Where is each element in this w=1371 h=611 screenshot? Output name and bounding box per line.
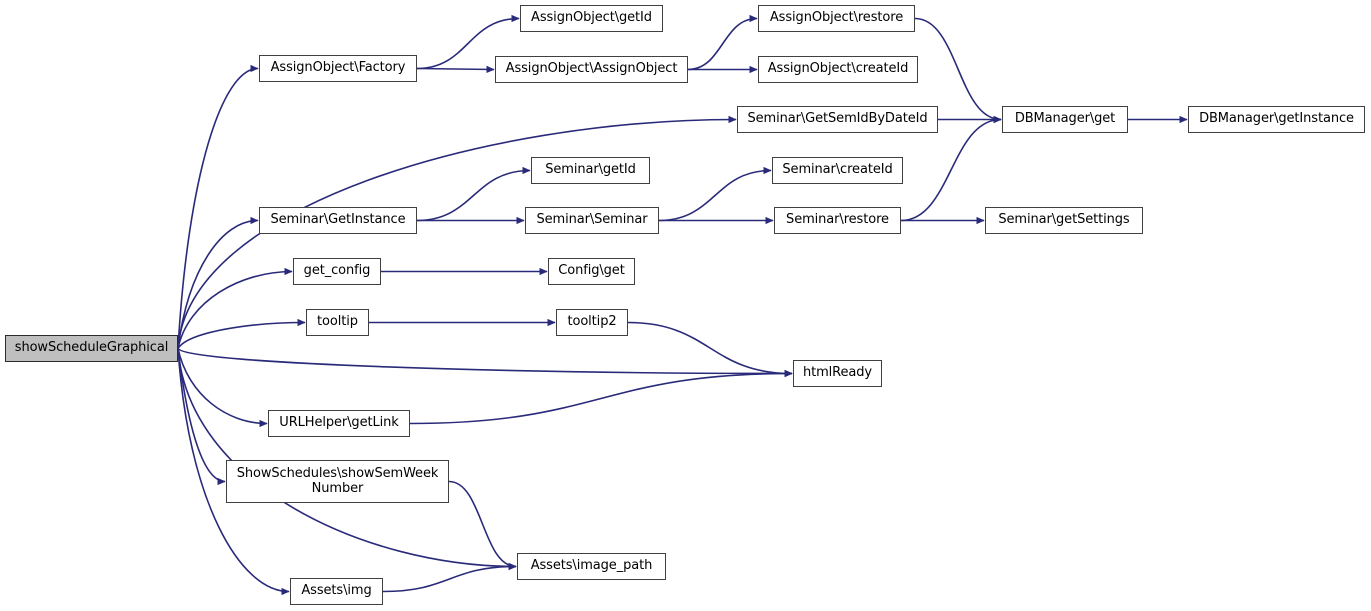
graph-edge-AssignObjectFactory-to-AssignObjectGetId: [416, 14, 520, 70]
graph-node-tooltip[interactable]: tooltip: [306, 309, 369, 336]
graph-edge-showScheduleGraphical-to-tooltip: [177, 318, 306, 349]
graph-edge-SeminarSeminar-to-SeminarCreateId: [658, 166, 772, 222]
graph-node-AssignObjectRestore[interactable]: AssignObject\restore: [758, 5, 915, 32]
graph-node-SeminarCreateId[interactable]: Seminar\createId: [772, 157, 903, 184]
graph-edge-AssetsImg-to-AssetsImagePath: [382, 562, 517, 593]
graph-node-SeminarGetId[interactable]: Seminar\getId: [531, 157, 650, 184]
graph-edge-AssignObjectAssignObject-to-AssignObjectRestore: [687, 14, 758, 71]
graph-node-DBManagerGetInstance[interactable]: DBManager\getInstance: [1188, 106, 1365, 133]
graph-edge-showScheduleGraphical-to-htmlReady: [177, 347, 793, 378]
graph-edge-showScheduleGraphical-to-AssetsImagePath: [177, 348, 517, 571]
graph-node-get_config[interactable]: get_config: [293, 258, 381, 285]
graph-node-AssignObjectFactory[interactable]: AssignObject\Factory: [259, 55, 417, 82]
graph-node-SeminarGetSettings[interactable]: Seminar\getSettings: [985, 207, 1143, 234]
graph-node-ShowSchedulesShowSemWeekNumber[interactable]: ShowSchedules\showSemWeek Number: [226, 460, 449, 503]
graph-edge-showScheduleGraphical-to-URLHelperGetLink: [177, 348, 268, 428]
graph-edge-showScheduleGraphical-to-get_config: [177, 267, 293, 349]
graph-node-URLHelperGetLink[interactable]: URLHelper\getLink: [268, 410, 410, 437]
graph-node-AssignObjectCreateId[interactable]: AssignObject\createId: [758, 56, 918, 83]
graph-node-SeminarGetSemIdByDateId[interactable]: Seminar\GetSemIdByDateId: [737, 106, 938, 133]
graph-edge-SeminarGetInstance-to-SeminarGetId: [416, 166, 531, 222]
graph-node-ConfigGet[interactable]: Config\get: [548, 258, 635, 285]
graph-edge-ShowSchedulesShowSemWeekNumber-to-AssetsImagePath: [448, 480, 517, 571]
graph-node-showScheduleGraphical[interactable]: showScheduleGraphical: [5, 335, 178, 362]
graph-edge-showScheduleGraphical-to-SeminarGetSemIdByDateId: [177, 115, 737, 349]
graph-node-SeminarSeminar[interactable]: Seminar\Seminar: [525, 207, 659, 234]
graph-node-AssignObjectAssignObject[interactable]: AssignObject\AssignObject: [495, 56, 688, 83]
graph-node-AssignObjectGetId[interactable]: AssignObject\getId: [520, 5, 663, 32]
graph-edge-showScheduleGraphical-to-AssignObjectFactory: [177, 64, 259, 349]
graph-node-htmlReady[interactable]: htmlReady: [793, 360, 882, 387]
graph-edge-AssignObjectFactory-to-AssignObjectAssignObject: [416, 65, 495, 74]
graph-node-tooltip2[interactable]: tooltip2: [556, 309, 628, 336]
graph-edge-showScheduleGraphical-to-AssetsImg: [177, 348, 290, 596]
graph-node-AssetsImagePath[interactable]: Assets\image_path: [517, 553, 666, 580]
graph-node-AssetsImg[interactable]: Assets\img: [290, 578, 383, 605]
graph-edge-SeminarRestore-to-DBManagerGet: [900, 115, 1002, 222]
graph-edge-tooltip2-to-htmlReady: [627, 321, 793, 378]
graph-node-SeminarGetInstance[interactable]: Seminar\GetInstance: [259, 207, 417, 234]
graph-edge-AssignObjectRestore-to-DBManagerGet: [914, 17, 1002, 124]
graph-node-DBManagerGet[interactable]: DBManager\get: [1002, 106, 1128, 133]
graph-edge-URLHelperGetLink-to-htmlReady: [409, 369, 793, 425]
graph-node-SeminarRestore[interactable]: Seminar\restore: [774, 207, 901, 234]
graph-edge-showScheduleGraphical-to-SeminarGetInstance: [177, 216, 259, 349]
